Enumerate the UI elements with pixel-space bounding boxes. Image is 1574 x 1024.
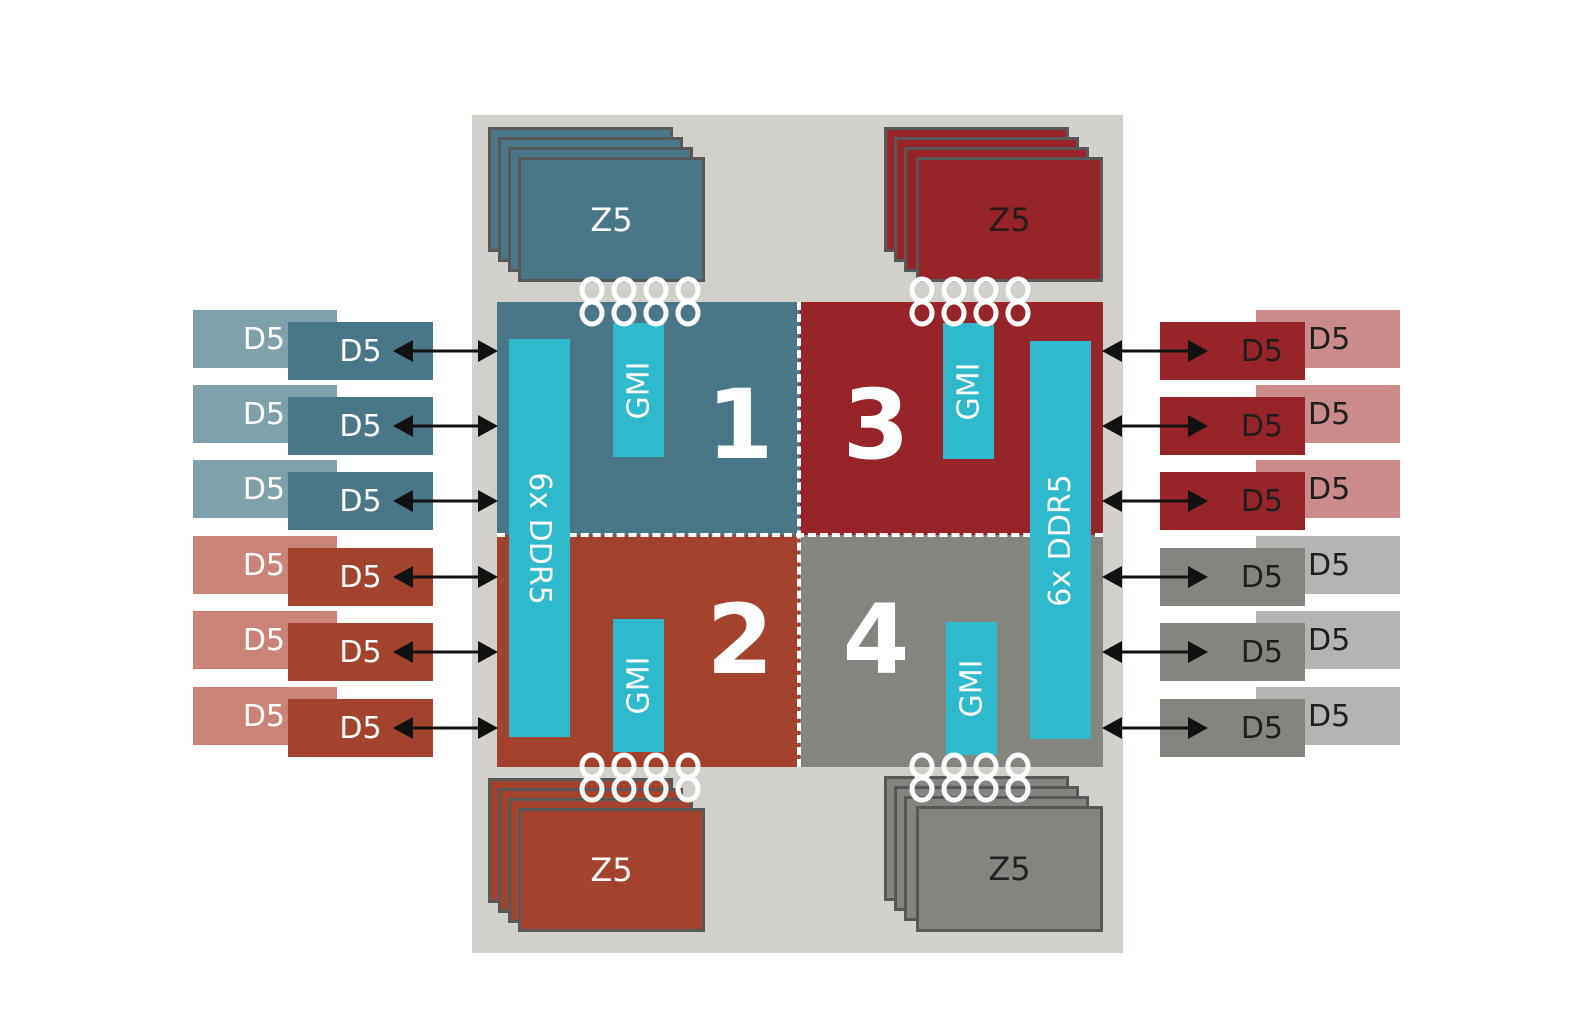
infinity-fabric-link-icon [579, 276, 605, 327]
infinity-fabric-link-icon [1005, 276, 1031, 327]
dimm-label: D5 [1240, 408, 1283, 444]
quadrant-number: 4 [842, 584, 910, 696]
quadrant-number: 1 [706, 369, 774, 481]
dimm-label: D5 [1240, 333, 1283, 369]
infinity-fabric-link-icon [675, 752, 701, 803]
dimm-label: D5 [1308, 698, 1351, 734]
dimm-label: D5 [1240, 710, 1283, 746]
ccd-top-die: Z5 [518, 808, 705, 932]
divider-horizontal [497, 533, 1103, 537]
dimm-label: D5 [339, 559, 382, 595]
dimm-label: D5 [339, 333, 382, 369]
bidirectional-arrow-icon [393, 490, 498, 512]
bidirectional-arrow-icon [1102, 415, 1208, 437]
ccd-label: Z5 [988, 850, 1031, 888]
infinity-fabric-link-icon [909, 276, 935, 327]
bidirectional-arrow-icon [393, 641, 498, 663]
bidirectional-arrow-icon [393, 340, 498, 362]
infinity-fabric-link-icon [675, 276, 701, 327]
infinity-fabric-link-icon [579, 752, 605, 803]
infinity-fabric-link-icon [973, 276, 999, 327]
bidirectional-arrow-icon [1102, 340, 1208, 362]
bidirectional-arrow-icon [393, 566, 498, 588]
gmi-port-q4: GMI [946, 622, 997, 755]
ccd-top-die: Z5 [916, 157, 1103, 282]
infinity-fabric-link-icon [973, 752, 999, 803]
bidirectional-arrow-icon [1102, 641, 1208, 663]
dimm-label: D5 [1308, 471, 1351, 507]
memory-controller-left: 6x DDR5 [509, 339, 570, 737]
memory-controller-right: 6x DDR5 [1030, 341, 1091, 739]
infinity-fabric-link-icon [941, 752, 967, 803]
bidirectional-arrow-icon [393, 415, 498, 437]
dimm-label: D5 [242, 471, 285, 507]
gmi-port-q2: GMI [613, 619, 664, 752]
dimm-label: D5 [1308, 396, 1351, 432]
bidirectional-arrow-icon [1102, 717, 1208, 739]
dimm-front-left: D5 [288, 623, 433, 681]
infinity-fabric-link-icon [643, 276, 669, 327]
infinity-fabric-link-icon [611, 752, 637, 803]
dimm-label: D5 [242, 698, 285, 734]
dimm-label: D5 [242, 622, 285, 658]
dimm-label: D5 [1240, 634, 1283, 670]
infinity-fabric-link-icon [611, 276, 637, 327]
dimm-label: D5 [339, 634, 382, 670]
dimm-label: D5 [242, 396, 285, 432]
infinity-fabric-link-icon [643, 752, 669, 803]
dimm-label: D5 [339, 408, 382, 444]
quadrant-number: 3 [842, 369, 910, 481]
infinity-fabric-link-icon [909, 752, 935, 803]
dimm-label: D5 [1308, 547, 1351, 583]
dimm-label: D5 [1240, 483, 1283, 519]
dimm-label: D5 [242, 547, 285, 583]
quadrant-number: 2 [706, 584, 774, 696]
ccd-top-die: Z5 [518, 157, 705, 282]
ccd-label: Z5 [590, 200, 633, 239]
dimm-label: D5 [242, 321, 285, 357]
bidirectional-arrow-icon [393, 717, 498, 739]
bidirectional-arrow-icon [1102, 566, 1208, 588]
infinity-fabric-link-icon [941, 276, 967, 327]
dimm-label: D5 [1308, 321, 1351, 357]
infinity-fabric-link-icon [1005, 752, 1031, 803]
ccd-label: Z5 [590, 851, 633, 889]
ccd-top-die: Z5 [916, 806, 1103, 932]
gmi-port-q3: GMI [943, 323, 994, 459]
dimm-label: D5 [1240, 559, 1283, 595]
dimm-label: D5 [1308, 622, 1351, 658]
bidirectional-arrow-icon [1102, 490, 1208, 512]
dimm-label: D5 [339, 710, 382, 746]
dimm-label: D5 [339, 483, 382, 519]
gmi-port-q1: GMI [613, 323, 664, 457]
ccd-label: Z5 [988, 200, 1031, 239]
